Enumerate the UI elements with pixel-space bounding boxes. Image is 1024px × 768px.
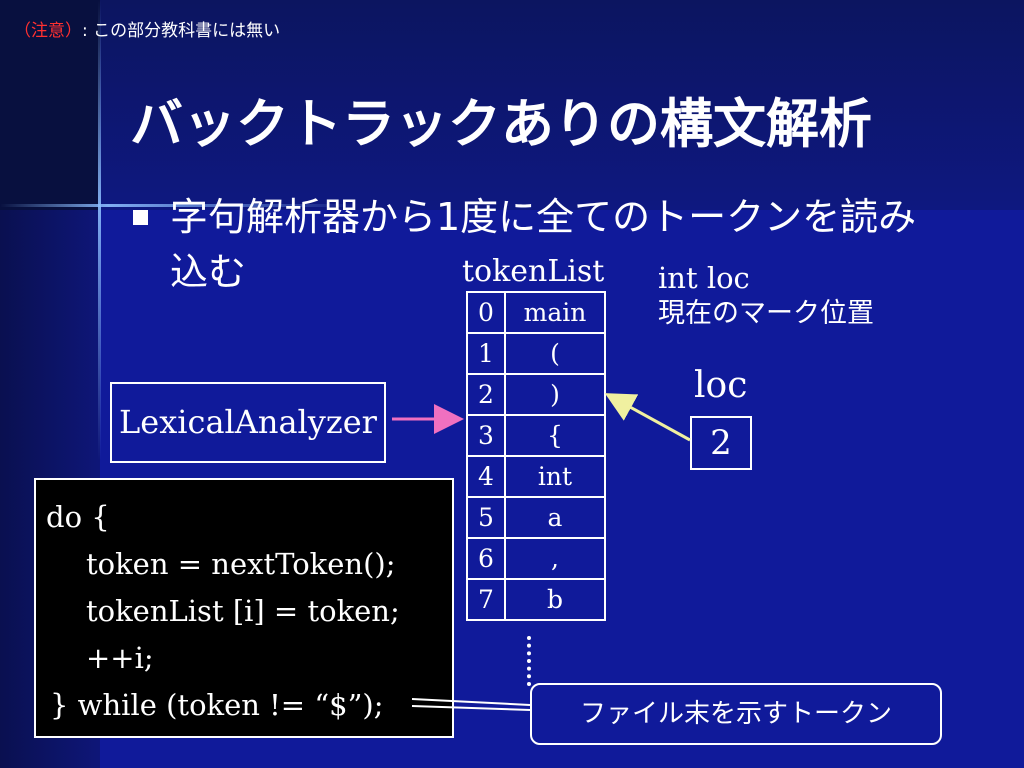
note-text: （注意）: この部分教科書には無い [14, 16, 280, 41]
token-row: 3{ [466, 414, 606, 457]
int-loc-description: 現在のマーク位置 [658, 298, 874, 329]
loc-value-box: 2 [690, 416, 752, 470]
token-row: 2) [466, 373, 606, 416]
corner-background [0, 0, 100, 210]
token-value: a [504, 496, 606, 539]
token-list-label: tokenList [462, 254, 605, 289]
token-index: 5 [466, 496, 506, 539]
code-line: ++i; [86, 641, 154, 675]
lexical-analyzer-box: LexicalAnalyzer [110, 382, 386, 463]
code-line: } while (token != “$”); [50, 688, 384, 722]
token-index: 1 [466, 332, 506, 375]
token-index: 6 [466, 537, 506, 580]
int-loc-annotation: int loc 現在のマーク位置 [658, 260, 874, 332]
eof-token-callout: ファイル末を示すトークン [530, 683, 942, 745]
note-body: : この部分教科書には無い [82, 21, 281, 41]
token-index: 2 [466, 373, 506, 416]
bullet-square-icon [133, 210, 148, 225]
continuation-dots [527, 636, 531, 686]
token-value: b [504, 578, 606, 621]
loc-label: loc [694, 365, 748, 406]
token-index: 0 [466, 291, 506, 334]
note-prefix: （注意） [14, 21, 82, 41]
token-value: , [504, 537, 606, 580]
token-value: main [504, 291, 606, 334]
code-line: do { [46, 500, 110, 534]
vertical-glow-line [98, 0, 101, 768]
token-value: { [504, 414, 606, 457]
int-loc-declaration: int loc [658, 261, 750, 295]
loc-pointer-arrow [604, 393, 691, 442]
token-row: 6, [466, 537, 606, 580]
token-value: int [504, 455, 606, 498]
token-index: 4 [466, 455, 506, 498]
token-index: 3 [466, 414, 506, 457]
token-index: 7 [466, 578, 506, 621]
code-line: tokenList [i] = token; [86, 594, 400, 628]
bullet-text: 字句解析器から1度に全てのトークンを読み込む [170, 195, 917, 294]
token-row: 1( [466, 332, 606, 375]
code-line: token = nextToken(); [86, 547, 396, 581]
token-value: ( [504, 332, 606, 375]
horizontal-glow-line [0, 204, 360, 207]
token-value: ) [504, 373, 606, 416]
slide-title: バックトラックありの構文解析 [130, 94, 872, 155]
code-block: do { token = nextToken(); tokenList [i] … [34, 478, 454, 738]
header-background [0, 0, 1024, 210]
